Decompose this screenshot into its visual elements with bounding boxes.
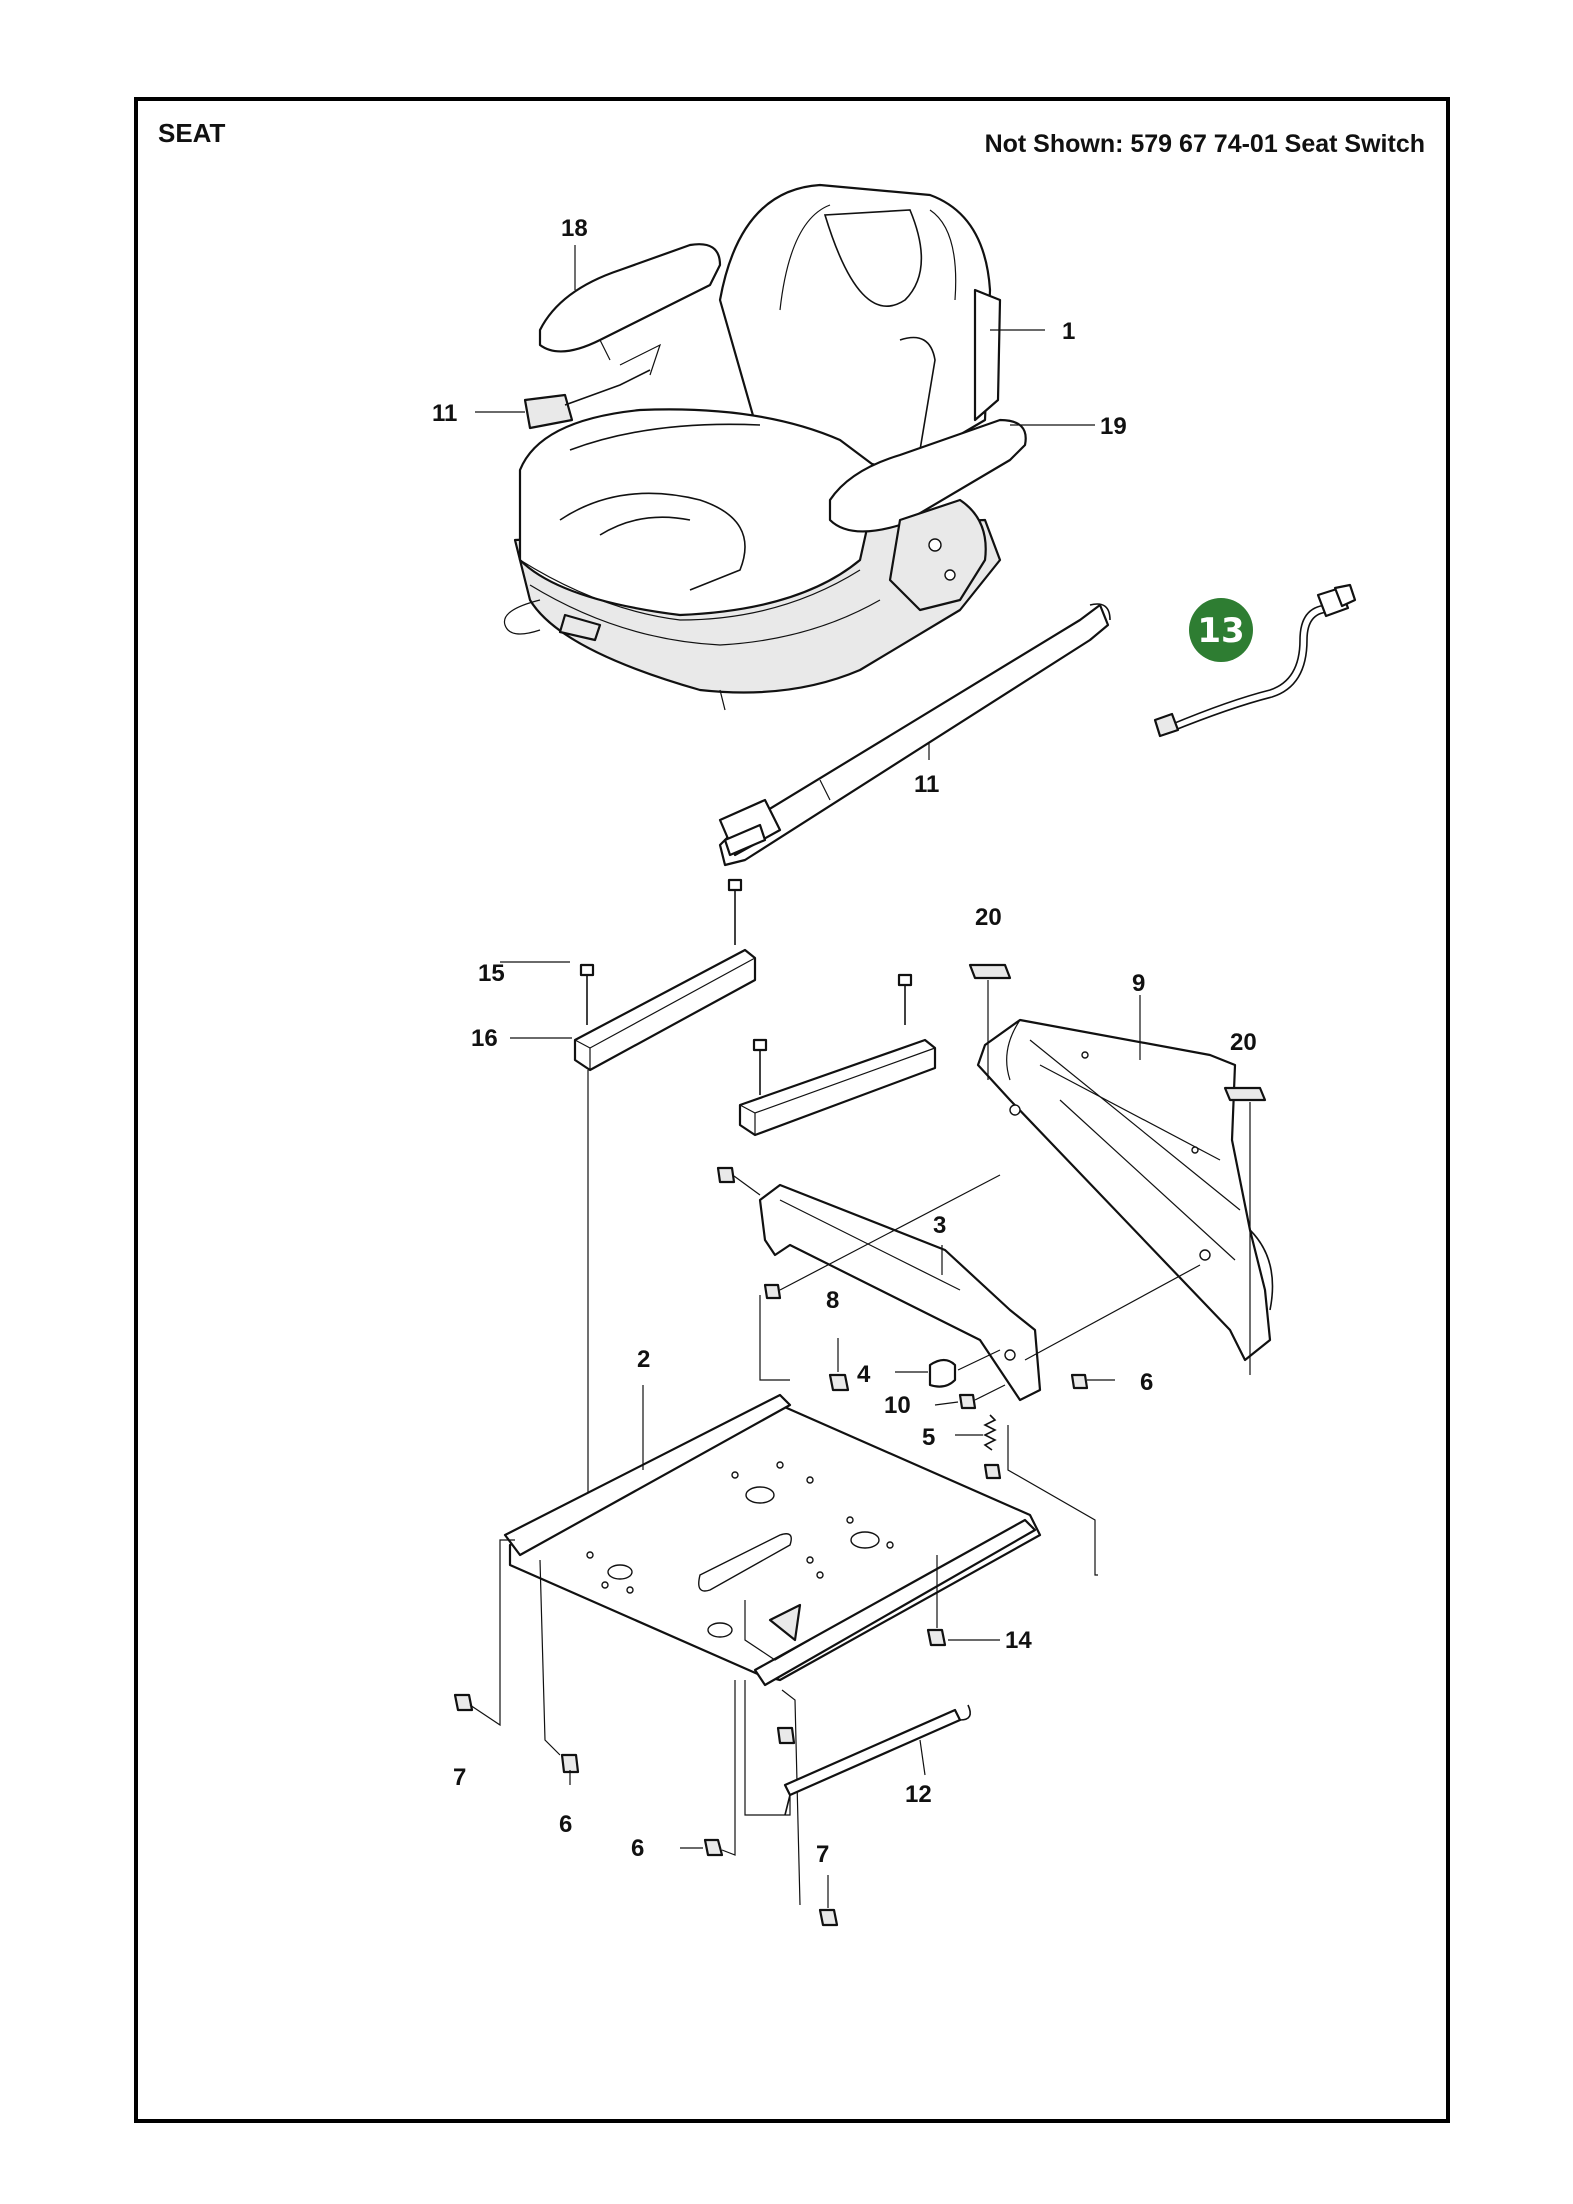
seat-shroud — [968, 963, 1274, 1375]
seat-base-plate — [503, 1393, 1042, 1687]
callout-5: 5 — [922, 1424, 935, 1451]
callout-4: 4 — [857, 1361, 871, 1388]
callout-11-belt: 11 — [914, 771, 939, 798]
callout-9: 9 — [1132, 970, 1145, 997]
support-rails — [573, 878, 937, 1545]
diagram-frame — [134, 97, 1450, 2123]
callout-labels: 1 2 3 4 5 6 6 6 7 7 8 9 10 11 11 12 14 1… — [432, 215, 1257, 1868]
leader-lines — [475, 245, 1141, 1470]
callout-11-top: 11 — [432, 400, 457, 427]
callout-6-bottom: 6 — [631, 1835, 644, 1862]
diagram-title: SEAT — [158, 118, 226, 148]
callout-15: 15 — [478, 960, 505, 987]
callout-7-bottom: 7 — [816, 1841, 829, 1868]
callout-10: 10 — [884, 1392, 911, 1419]
callout-16: 16 — [471, 1025, 498, 1052]
seat-assembly — [503, 183, 1027, 711]
small-hardware — [828, 1338, 1115, 1576]
callout-13-badge: 13 — [1189, 598, 1253, 662]
callout-2: 2 — [637, 1346, 650, 1373]
callout-19: 19 — [1100, 413, 1127, 440]
hinge-bracket — [716, 1166, 1201, 1402]
callout-20-right: 20 — [1230, 1029, 1257, 1056]
callout-3: 3 — [933, 1212, 946, 1239]
seat-switch-harness — [1153, 583, 1357, 738]
callout-18: 18 — [561, 215, 588, 242]
badge-circle — [1189, 598, 1253, 662]
callout-7-left: 7 — [453, 1764, 466, 1791]
callout-6-left: 6 — [559, 1811, 572, 1838]
callout-20-left: 20 — [975, 904, 1002, 931]
bottom-hardware — [453, 1539, 971, 1927]
callout-6-right: 6 — [1140, 1369, 1153, 1396]
not-shown-note: Not Shown: 579 67 74-01 Seat Switch — [984, 130, 1425, 158]
seat-belt — [718, 603, 1111, 867]
callout-8: 8 — [826, 1287, 839, 1314]
callout-12: 12 — [905, 1781, 932, 1808]
callout-13: 13 — [1197, 611, 1244, 651]
callout-14: 14 — [1005, 1627, 1032, 1654]
callout-1: 1 — [1062, 318, 1075, 345]
